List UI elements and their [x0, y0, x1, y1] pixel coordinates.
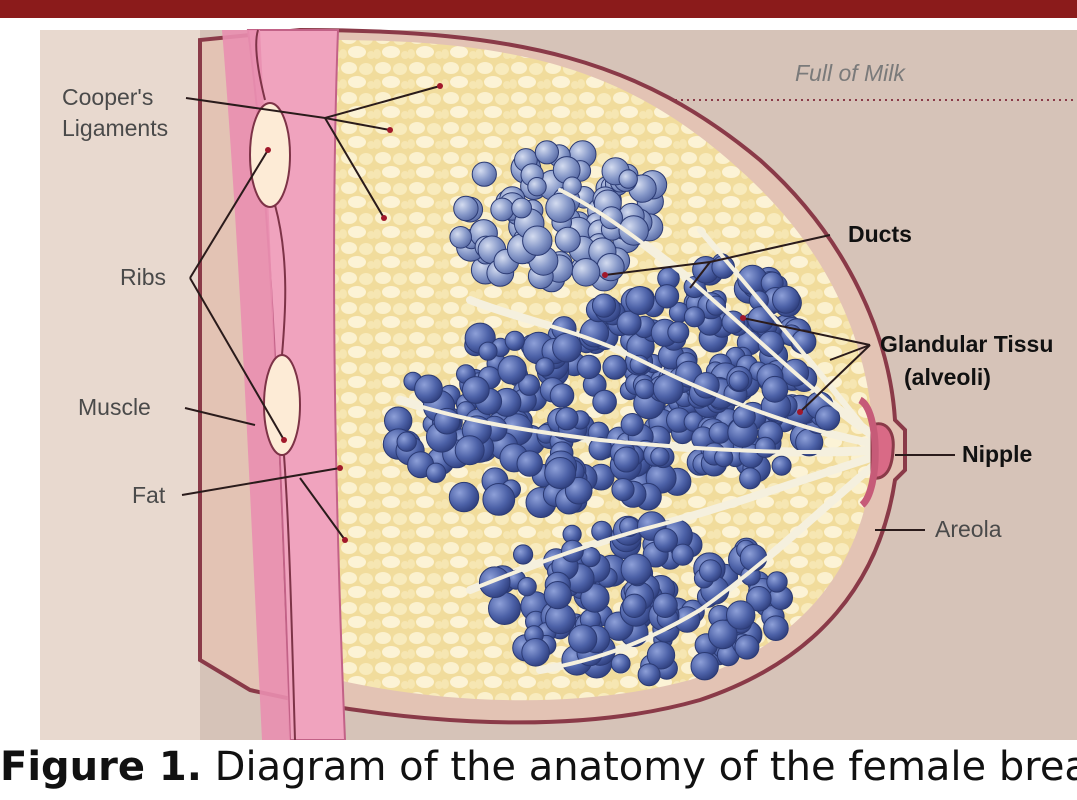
label-muscle: Muscle	[78, 394, 151, 421]
label-ducts: Ducts	[848, 221, 912, 248]
label-full-of-milk: Full of Milk	[795, 60, 905, 87]
caption-prefix: Figure 1.	[0, 744, 202, 790]
label-nipple: Nipple	[962, 441, 1032, 468]
label-glandular-tissue-line1: Glandular Tissu	[880, 331, 1053, 358]
rib-upper	[250, 103, 290, 207]
label-coopers-ligaments-line1: Cooper's	[62, 84, 153, 111]
header-bar	[0, 0, 1077, 18]
label-ribs: Ribs	[120, 264, 166, 291]
label-areola: Areola	[935, 516, 1001, 543]
label-glandular-tissue-line2: (alveoli)	[904, 364, 991, 391]
label-fat: Fat	[132, 482, 165, 509]
label-coopers-ligaments-line2: Ligaments	[62, 115, 168, 142]
figure-caption: Figure 1. Diagram of the anatomy of the …	[0, 738, 1077, 800]
caption-text: Diagram of the anatomy of the female bre…	[202, 744, 1077, 790]
